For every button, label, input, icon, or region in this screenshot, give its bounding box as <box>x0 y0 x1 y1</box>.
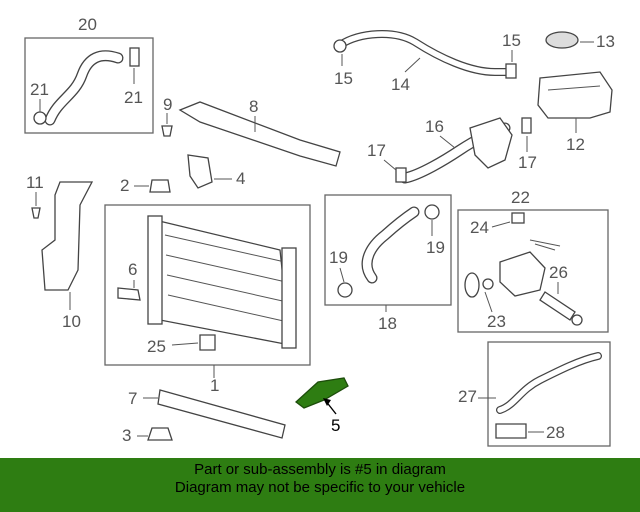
bracket-4 <box>187 154 213 189</box>
hose-clamp-21-right <box>129 47 140 67</box>
hose-junction <box>469 117 513 169</box>
radiator-frame <box>104 204 311 366</box>
callout-6: 6 <box>128 260 137 279</box>
coolant-reservoir-group: 13 12 <box>537 31 615 154</box>
callout-7: 7 <box>128 389 137 408</box>
small-parts-group: 2 4 <box>120 154 245 195</box>
thermostat-26 <box>539 291 576 321</box>
reservoir-cap <box>545 31 579 49</box>
callout-21-right: 21 <box>124 88 143 107</box>
callout-23: 23 <box>487 312 506 331</box>
coolant-reservoir <box>537 71 613 119</box>
callout-24: 24 <box>470 218 489 237</box>
o-ring <box>482 278 494 290</box>
push-pin-9 <box>161 125 173 137</box>
callout-15-right: 15 <box>502 31 521 50</box>
radiator-right-tank <box>281 247 297 349</box>
push-pin-11 <box>31 207 41 219</box>
callout-19-left: 19 <box>329 248 348 267</box>
plug-25 <box>199 334 216 351</box>
radiator-core <box>154 219 291 346</box>
bleed-hose <box>336 30 514 76</box>
callout-2: 2 <box>120 176 129 195</box>
callout-11: 11 <box>26 173 44 192</box>
bracket-28 <box>495 423 527 439</box>
notice-line-disclaimer: Diagram may not be specific to your vehi… <box>174 479 466 496</box>
coolant-pipe-group: 27 28 <box>458 341 611 447</box>
air-deflector <box>41 181 94 291</box>
upper-hose-group: 20 21 21 <box>24 15 154 134</box>
callout-3: 3 <box>122 426 131 445</box>
upper-tie-bar-group: 9 8 <box>161 95 341 167</box>
lower-parts-group: 7 3 5 <box>122 377 349 445</box>
insulator-3 <box>147 427 173 441</box>
callout-28: 28 <box>546 423 565 442</box>
callout-1: 1 <box>210 376 219 395</box>
callout-5: 5 <box>331 416 340 435</box>
callout-15-left: 15 <box>334 69 353 88</box>
thermostat-housing <box>499 251 546 297</box>
callout-19-right: 19 <box>426 238 445 257</box>
clamp-19-left <box>337 282 353 298</box>
sensor-24 <box>511 212 525 224</box>
thermostat-housing-group: 22 24 23 26 <box>457 188 609 333</box>
radiator-outlet-hose-group: 16 17 17 <box>367 117 537 184</box>
group-22-frame <box>457 209 609 333</box>
callout-8: 8 <box>249 97 258 116</box>
callout-22: 22 <box>511 188 530 207</box>
clamp-19-right <box>424 204 440 220</box>
callout-18: 18 <box>378 314 397 333</box>
callout-16: 16 <box>425 117 444 136</box>
callout-21-left: 21 <box>30 80 49 99</box>
radiator-group: 6 25 1 <box>104 204 311 395</box>
clamp-17-left <box>395 167 407 183</box>
callout-17-right: 17 <box>518 153 537 172</box>
clamp-15-left <box>333 39 347 53</box>
notice-banner: Part or sub-assembly is #5 in diagram Di… <box>0 458 640 512</box>
clamp-15-right <box>505 63 517 79</box>
gasket <box>464 272 480 298</box>
callout-9: 9 <box>163 95 172 114</box>
part-5-highlighted <box>294 377 349 409</box>
callout-10: 10 <box>62 312 81 331</box>
insulator-2 <box>149 179 171 193</box>
callout-27: 27 <box>458 387 477 406</box>
callout-13: 13 <box>596 32 615 51</box>
callout-20: 20 <box>78 15 97 34</box>
group-18-frame <box>324 194 452 306</box>
bleed-hose-group: 15 14 15 <box>333 30 521 94</box>
group-27-frame <box>487 341 611 447</box>
callout-4: 4 <box>236 169 245 188</box>
notice-line-part: Part or sub-assembly is #5 in diagram <box>194 461 446 478</box>
group-20-frame <box>24 37 154 134</box>
baffle-7 <box>157 389 286 439</box>
parts-diagram: 20 21 21 15 14 15 13 12 9 8 16 <box>24 15 615 447</box>
callout-14: 14 <box>391 75 410 94</box>
drain-valve-6 <box>117 287 141 301</box>
callout-12: 12 <box>566 135 585 154</box>
thermostat-seal <box>571 314 583 326</box>
heater-hose-group: 19 19 18 <box>324 194 452 333</box>
callout-26: 26 <box>549 263 568 282</box>
clamp-17-right <box>521 117 532 134</box>
air-deflector-group: 11 10 <box>26 173 94 331</box>
upper-tie-bar <box>178 101 341 167</box>
radiator-left-tank <box>147 215 163 325</box>
hose-clamp-21-left <box>33 111 47 125</box>
callout-17-left: 17 <box>367 141 386 160</box>
callout-25: 25 <box>147 337 166 356</box>
